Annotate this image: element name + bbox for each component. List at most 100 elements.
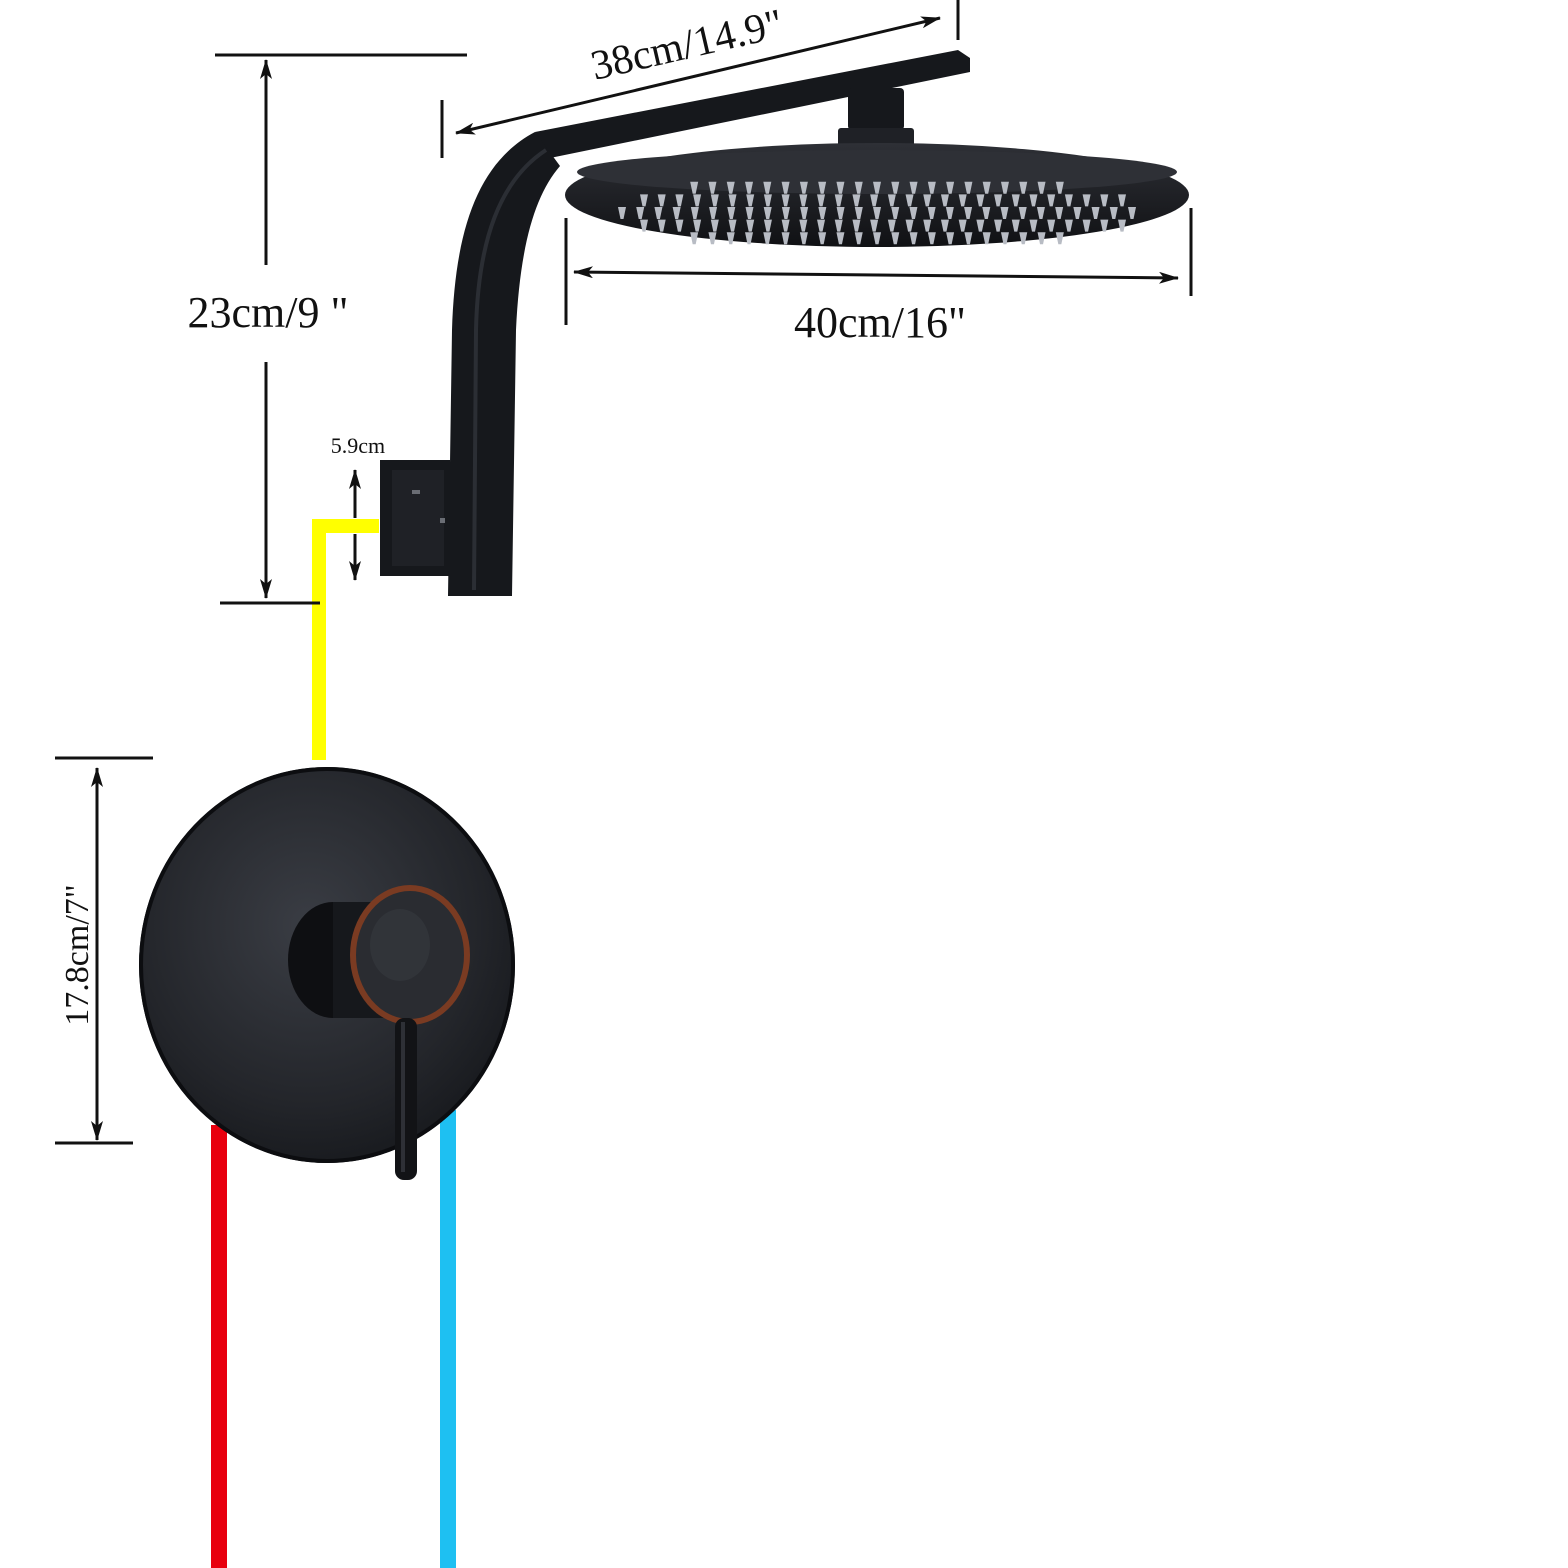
nozzle (728, 194, 737, 207)
nozzle (1037, 232, 1046, 245)
nozzle (1109, 207, 1118, 219)
nozzle (946, 181, 955, 194)
shower-head (565, 88, 1189, 247)
nozzle (976, 219, 985, 232)
nozzle (654, 207, 663, 219)
nozzle (1100, 219, 1109, 232)
nozzle (763, 207, 772, 219)
nozzle (923, 219, 932, 232)
nozzle (690, 232, 699, 245)
nozzle (927, 232, 936, 245)
nozzle (887, 219, 896, 232)
nozzle (964, 232, 973, 245)
arm-height-label: 23cm/9 " (188, 288, 349, 337)
nozzle (958, 219, 967, 232)
nozzle (781, 219, 790, 232)
nozzle (799, 194, 808, 207)
nozzle (745, 207, 754, 219)
dimension-head-diameter (564, 208, 1193, 325)
nozzle (818, 207, 827, 219)
nozzle (1055, 181, 1064, 194)
dimension-valve-plate (55, 756, 153, 1145)
dimension-arm-length (440, 0, 960, 158)
nozzle (1055, 207, 1064, 219)
nozzle (1019, 232, 1028, 245)
nozzle (763, 194, 772, 207)
nozzle (708, 181, 717, 194)
nozzle (982, 207, 991, 219)
nozzle (708, 232, 717, 245)
nozzle (745, 181, 754, 194)
nozzle (781, 181, 790, 194)
nozzle (1073, 207, 1082, 219)
nozzle (817, 194, 826, 207)
nozzle (763, 181, 772, 194)
nozzle (618, 207, 626, 219)
nozzle (1037, 181, 1046, 194)
nozzle (927, 207, 936, 219)
nozzle (1047, 219, 1056, 232)
nozzle (891, 207, 900, 219)
nozzle (852, 219, 861, 232)
nozzle (675, 219, 684, 232)
mixing-valve (139, 767, 515, 1180)
nozzle (854, 232, 863, 245)
nozzle (1082, 219, 1091, 232)
nozzle (958, 194, 967, 207)
nozzle (1011, 194, 1020, 207)
wall-flange (380, 460, 450, 576)
nozzle (763, 232, 772, 245)
nozzle (1000, 207, 1009, 219)
shower-nozzles (618, 181, 1136, 245)
nozzle (639, 194, 648, 207)
flange-height-label: 5.9cm (331, 433, 385, 458)
nozzle (994, 219, 1003, 232)
nozzle (1047, 194, 1056, 207)
nozzle (746, 194, 755, 207)
nozzle (639, 219, 648, 232)
nozzle (672, 207, 681, 219)
nozzle (818, 181, 827, 194)
nozzle (1100, 194, 1109, 207)
nozzle (873, 207, 881, 219)
nozzle (964, 181, 973, 194)
nozzle (799, 219, 808, 232)
nozzle (710, 219, 719, 232)
nozzle (927, 181, 936, 194)
nozzle (1082, 194, 1091, 207)
nozzle (909, 181, 918, 194)
nozzle (1029, 194, 1038, 207)
nozzle (799, 181, 808, 194)
nozzle (710, 194, 719, 207)
nozzle (905, 194, 914, 207)
nozzle (854, 207, 863, 219)
nozzle (887, 194, 896, 207)
nozzle (763, 219, 772, 232)
nozzle (726, 232, 735, 245)
nozzle (870, 219, 879, 232)
nozzle (945, 207, 954, 219)
nozzle (834, 194, 843, 207)
pipe-outlet-yellow (312, 519, 379, 760)
nozzle (982, 232, 991, 245)
nozzle (726, 181, 735, 194)
nozzle (1064, 194, 1073, 207)
nozzle (818, 232, 827, 245)
nozzle (1019, 181, 1028, 194)
nozzle (657, 219, 666, 232)
nozzle (870, 194, 879, 207)
nozzle (1091, 207, 1100, 219)
nozzle (781, 207, 790, 219)
nozzle (976, 194, 985, 207)
nozzle (891, 232, 900, 245)
nozzle (690, 181, 699, 194)
nozzle (873, 232, 881, 245)
arm-length-label: 38cm/14.9" (587, 1, 788, 90)
nozzle (1029, 219, 1038, 232)
nozzle (657, 194, 666, 207)
nozzle (1128, 207, 1136, 219)
nozzle (727, 207, 736, 219)
nozzle (836, 181, 845, 194)
nozzle (1118, 194, 1127, 207)
